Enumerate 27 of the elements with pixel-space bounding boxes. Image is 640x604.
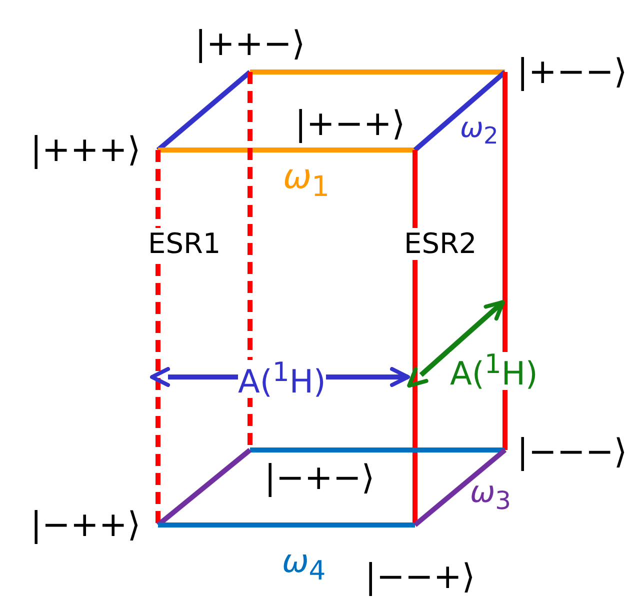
ket-label: |++−⟩ <box>194 24 306 64</box>
ket-label: |−−+⟩ <box>364 557 476 597</box>
edge-label: ESR1 <box>148 228 221 260</box>
edge-label: ω$_{4}$ <box>282 545 326 586</box>
connector-line <box>158 522 415 528</box>
connector-line <box>156 150 160 525</box>
connector-line <box>502 72 508 450</box>
ket-label: |−−−⟩ <box>516 432 628 472</box>
coupling-label: A($^{1}$H) <box>450 352 538 390</box>
ket-label: |+++⟩ <box>30 130 141 170</box>
edge-label: ESR2 <box>404 228 477 260</box>
connector-line <box>413 448 507 527</box>
edge-label: ω$_{3}$ <box>470 478 512 513</box>
connector-line <box>156 70 252 152</box>
edge-label: ω$_{1}$ <box>283 160 330 202</box>
connector-line <box>412 150 418 525</box>
ket-label: |−++⟩ <box>30 505 141 545</box>
ket-label: |−+−⟩ <box>264 458 375 498</box>
edge-label: ω$_{2}$ <box>460 114 498 148</box>
connector-line <box>158 148 415 152</box>
coupling-label: A($^{1}$H) <box>238 360 326 398</box>
connector-line <box>156 448 252 527</box>
connector-line <box>250 70 505 74</box>
connector-line <box>250 448 505 452</box>
connector-line <box>413 70 507 152</box>
ket-label: |+−−⟩ <box>516 52 628 92</box>
ket-label: |+−+⟩ <box>294 104 406 144</box>
